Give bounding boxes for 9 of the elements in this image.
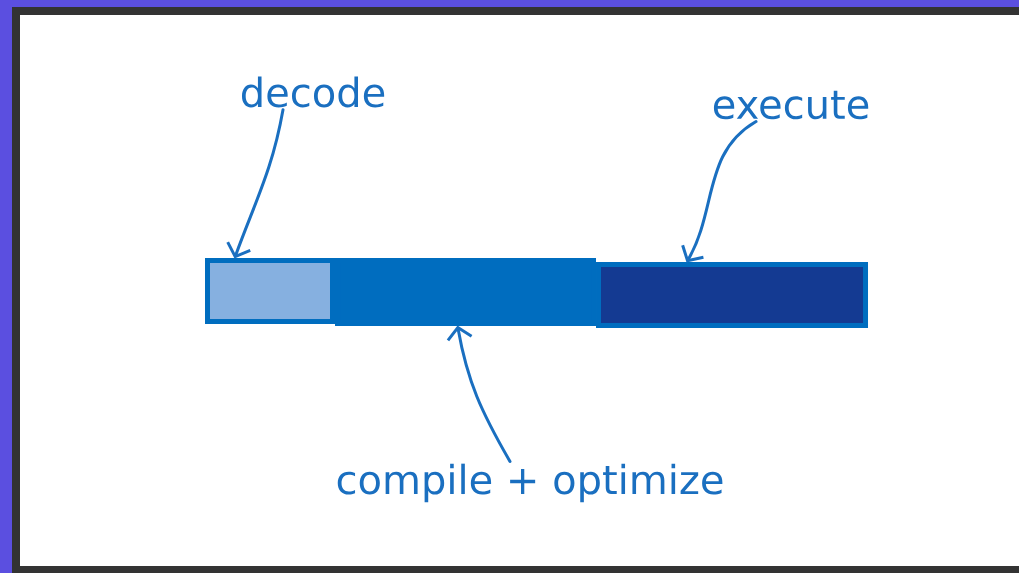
text-label: decode xyxy=(242,76,385,108)
bar-segment xyxy=(205,258,335,324)
arrow xyxy=(226,108,285,259)
text-label: compile + optimize xyxy=(337,463,723,503)
bar-segment xyxy=(335,258,596,326)
bar-segment xyxy=(596,262,868,328)
text-label: execute xyxy=(713,90,869,120)
arrow xyxy=(681,120,758,263)
arrow xyxy=(446,325,512,463)
